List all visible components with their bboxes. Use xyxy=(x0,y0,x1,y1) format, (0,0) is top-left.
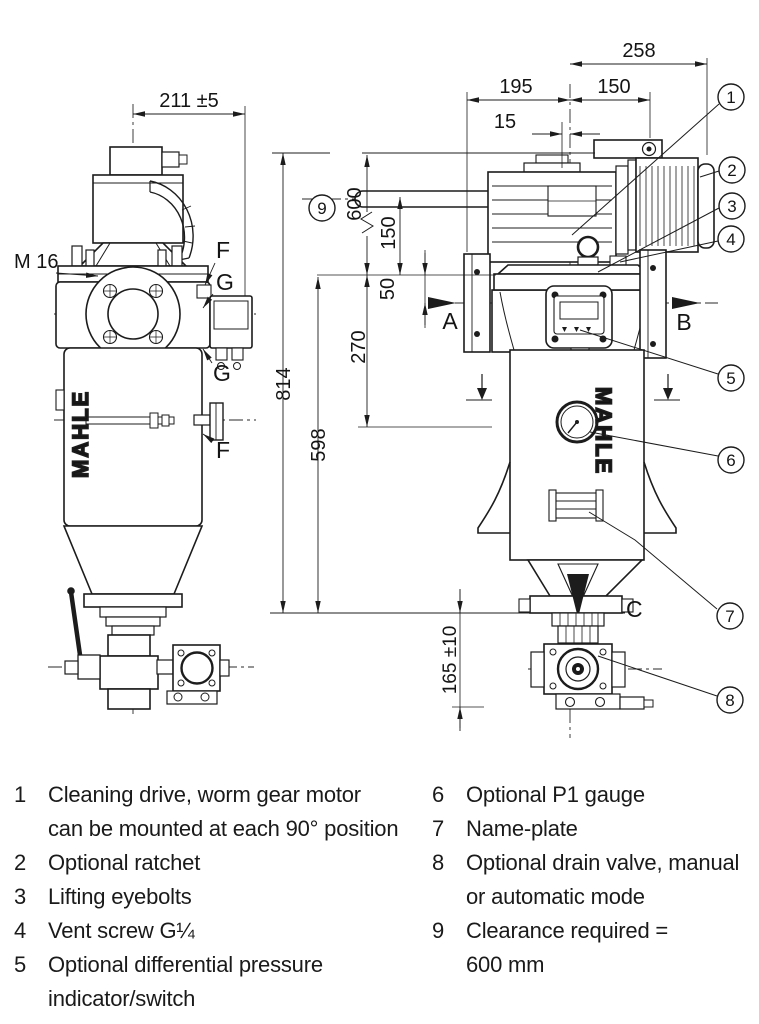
dim-270-text: 270 xyxy=(348,330,370,363)
callout-leaders xyxy=(571,103,720,697)
dim-15-text: 15 xyxy=(494,111,516,133)
legend-num: 2 xyxy=(14,850,27,875)
dim-165-text: 165 ±10 xyxy=(440,626,461,695)
legend-text: Optional ratchet xyxy=(48,850,201,875)
callout-3: 3 xyxy=(718,192,746,220)
svg-text:6: 6 xyxy=(726,451,735,470)
outlet-flange xyxy=(639,249,667,359)
c-label: C xyxy=(626,596,643,622)
legend-text: Optional differential pressure xyxy=(48,952,323,977)
legend-text: or automatic mode xyxy=(466,884,645,909)
callout-7: 7 xyxy=(716,602,744,630)
legend-num: 8 xyxy=(432,850,445,875)
legend-num: 7 xyxy=(432,816,445,841)
legend-column-right: 6 Optional P1 gauge 7 Name-plate 8 Optio… xyxy=(432,778,748,1016)
inlet-flange xyxy=(463,253,491,353)
dim-195-text: 195 xyxy=(499,76,532,98)
callout-5: 5 xyxy=(717,364,745,392)
m16-label: M 16 xyxy=(14,251,58,273)
legend-text: Cleaning drive, worm gear motor xyxy=(48,782,361,807)
legend-text: Lifting eyebolts xyxy=(48,884,192,909)
terminal-box xyxy=(209,295,253,370)
legend-num: 9 xyxy=(432,918,445,943)
legend-text: indicator/switch xyxy=(48,986,196,1011)
legend-num: 3 xyxy=(14,884,27,909)
legend-num: 5 xyxy=(14,952,27,977)
port-g-top-label: G xyxy=(216,269,234,295)
svg-text:2: 2 xyxy=(727,161,736,180)
ratchet-lever xyxy=(354,190,497,208)
legend-item-9: 9 Clearance required = 600 mm xyxy=(432,914,748,982)
legend-column-left: 1 Cleaning drive, worm gear motor can be… xyxy=(14,778,418,1016)
vent-screw xyxy=(609,255,627,266)
port-f-bottom-label: F xyxy=(216,437,230,463)
legend-text: Name-plate xyxy=(466,816,578,841)
dim-150-top-text: 150 xyxy=(597,76,630,98)
drain-side xyxy=(518,559,654,710)
legend-text: Vent screw G¼ xyxy=(48,918,195,943)
outlet-flow-arrow xyxy=(672,297,700,309)
dim-50-text: 50 xyxy=(377,278,399,300)
callout-9: 9 xyxy=(308,194,336,222)
legend-text: Optional drain valve, manual xyxy=(466,850,740,875)
technical-drawing: MAHLE xyxy=(14,40,746,738)
side-view: MAHLE xyxy=(354,139,715,710)
port-g-mid-label: G xyxy=(213,360,231,386)
inlet-a-label: A xyxy=(442,308,458,334)
callout-8: 8 xyxy=(716,686,744,714)
dim-150-side-text: 150 xyxy=(378,216,400,249)
legend-item-5: 5 Optional differential pressure indicat… xyxy=(14,948,418,1016)
callout-4: 4 xyxy=(717,225,745,253)
legend-item-2: 2 Optional ratchet xyxy=(14,846,418,880)
dp-indicator xyxy=(545,285,613,368)
svg-text:8: 8 xyxy=(725,691,734,710)
cleaning-drive-side xyxy=(354,139,715,263)
inlet-flow-arrow xyxy=(428,297,456,309)
svg-text:3: 3 xyxy=(727,197,736,216)
name-plate xyxy=(548,489,604,522)
front-view: MAHLE xyxy=(55,146,253,710)
dim-211-text: 211 ±5 xyxy=(159,90,219,112)
drain-front xyxy=(64,587,230,710)
callout-1: 1 xyxy=(717,83,745,111)
callout-circles: 1 2 3 4 5 6 7 8 9 xyxy=(308,83,746,714)
brand-text-right: MAHLE xyxy=(591,387,616,475)
legend-text: can be mounted at each 90° position xyxy=(48,816,399,841)
dimension-texts: 211 ±5 258 195 150 15 600 150 50 270 814… xyxy=(159,40,655,694)
legend-item-8: 8 Optional drain valve, manual or automa… xyxy=(432,846,748,914)
svg-text:4: 4 xyxy=(726,230,735,249)
filter-body-side xyxy=(466,349,680,561)
legend-item-1: 1 Cleaning drive, worm gear motor can be… xyxy=(14,778,418,846)
svg-text:7: 7 xyxy=(725,607,734,626)
svg-text:1: 1 xyxy=(726,88,735,107)
legend-num: 1 xyxy=(14,782,27,807)
port-labels: M 16 F G G F A B C xyxy=(14,237,700,622)
legend-num: 4 xyxy=(14,918,27,943)
legend-item-4: 4 Vent screw G¼ xyxy=(14,914,418,948)
legend-text: 600 mm xyxy=(466,952,545,977)
callout-2: 2 xyxy=(718,156,746,184)
dimension-lines xyxy=(133,58,708,731)
legend-text: Clearance required = xyxy=(466,918,669,943)
svg-text:5: 5 xyxy=(726,369,735,388)
dim-258-text: 258 xyxy=(622,40,655,62)
parts-legend: 1 Cleaning drive, worm gear motor can be… xyxy=(14,778,748,1016)
brand-text-left: MAHLE xyxy=(68,390,93,478)
dim-600-text: 600 xyxy=(344,187,366,220)
legend-item-6: 6 Optional P1 gauge xyxy=(432,778,748,812)
callout-6: 6 xyxy=(717,446,745,474)
outlet-b-label: B xyxy=(676,309,691,335)
port-f-top-label: F xyxy=(216,237,230,263)
filter-body-front xyxy=(55,347,224,595)
dim-598-text: 598 xyxy=(308,428,330,461)
legend-item-3: 3 Lifting eyebolts xyxy=(14,880,418,914)
legend-item-7: 7 Name-plate xyxy=(432,812,748,846)
lifting-eyebolt xyxy=(576,235,600,259)
svg-text:9: 9 xyxy=(317,199,326,218)
legend-num: 6 xyxy=(432,782,445,807)
legend-text: Optional P1 gauge xyxy=(466,782,645,807)
dim-814-text: 814 xyxy=(273,367,295,400)
